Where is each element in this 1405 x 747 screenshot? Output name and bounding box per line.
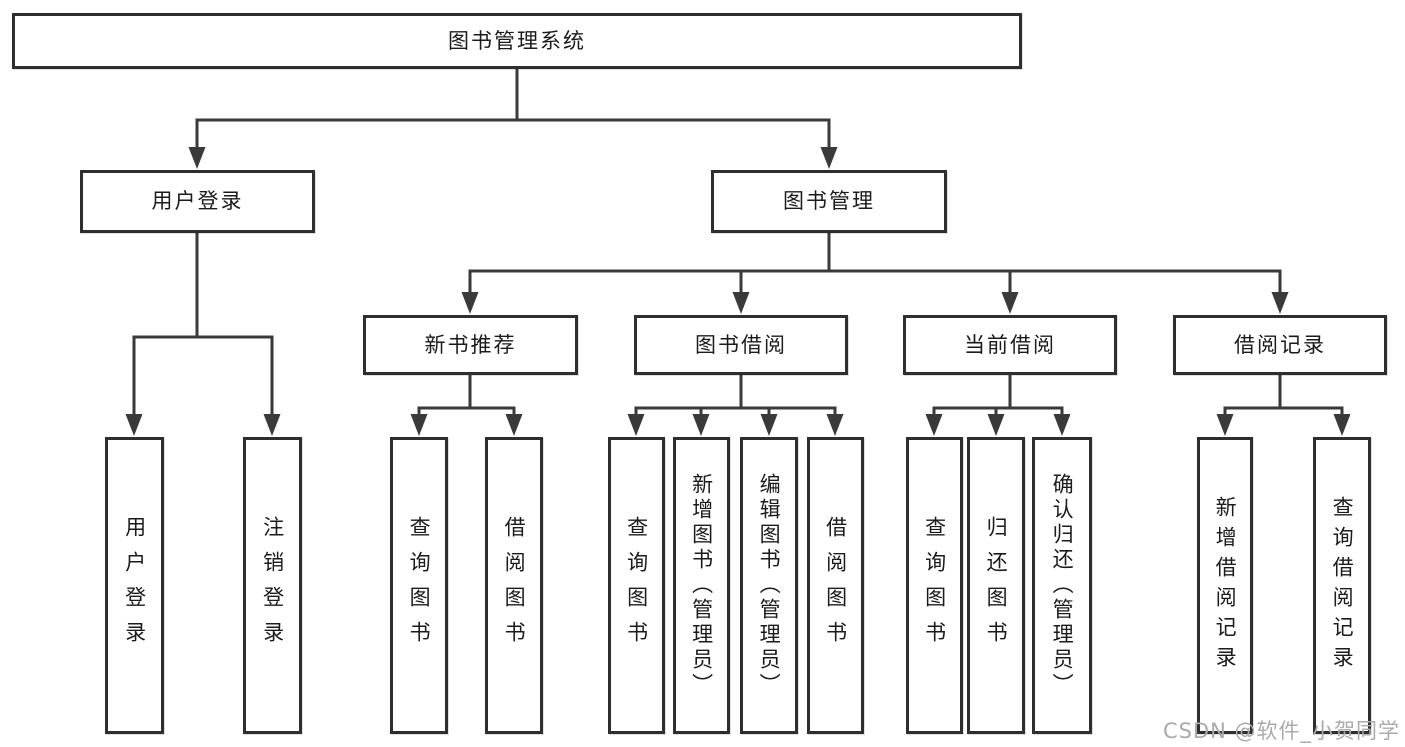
node-label-book-mgmt: 图书管理 — [783, 189, 875, 214]
node-label-book-borrow: 图书借阅 — [695, 332, 787, 357]
arrowhead-down-icon — [1053, 414, 1071, 436]
arrowhead-down-icon — [987, 414, 1005, 436]
watermark-text: CSDN @软件_小贺同学 — [1162, 719, 1400, 743]
node-label-root: 图书管理系统 — [448, 28, 586, 53]
node-label-query-borrow-record: 查询借阅记录 — [1330, 495, 1355, 676]
arrowhead-down-icon — [760, 414, 778, 436]
node-user-login-leaf: 用户登录 — [105, 437, 164, 734]
node-borrow-records: 借阅记录 — [1173, 315, 1387, 375]
node-label-query-books-current: 查询图书 — [922, 515, 947, 656]
arrowhead-down-icon — [263, 414, 281, 436]
node-label-user-login: 用户登录 — [151, 189, 244, 214]
arrowhead-down-icon — [692, 414, 710, 436]
node-add-book-admin: 新增图书（管理员） — [673, 437, 730, 734]
arrowhead-down-icon — [1333, 414, 1351, 436]
arrowhead-down-icon — [826, 414, 844, 436]
node-label-borrow-book: 借阅图书 — [823, 515, 848, 656]
node-label-logout: 注销登录 — [260, 515, 285, 656]
arrowhead-down-icon — [188, 147, 206, 169]
node-root: 图书管理系统 — [12, 13, 1022, 69]
arrowhead-down-icon — [1001, 292, 1019, 314]
node-label-add-book-admin: 新增图书（管理员） — [689, 473, 714, 698]
node-label-query-books-rec: 查询图书 — [407, 515, 432, 656]
node-return-book: 归还图书 — [967, 437, 1025, 734]
node-label-query-books-borrow: 查询图书 — [624, 515, 649, 656]
arrowhead-down-icon — [820, 147, 838, 169]
arrowhead-down-icon — [125, 414, 143, 436]
arrowhead-down-icon — [461, 292, 479, 314]
node-label-borrow-book-rec: 借阅图书 — [502, 515, 527, 656]
arrowhead-down-icon — [410, 414, 428, 436]
node-borrow-book: 借阅图书 — [807, 437, 864, 734]
node-label-borrow-records: 借阅记录 — [1234, 332, 1326, 357]
node-borrow-book-rec: 借阅图书 — [485, 437, 543, 734]
arrowhead-down-icon — [505, 414, 523, 436]
node-new-book-rec: 新书推荐 — [363, 315, 578, 375]
node-user-login: 用户登录 — [80, 170, 315, 233]
arrowhead-down-icon — [925, 414, 943, 436]
node-label-add-borrow-record: 新增借阅记录 — [1213, 495, 1238, 676]
node-query-books-borrow: 查询图书 — [608, 437, 665, 734]
node-book-borrow: 图书借阅 — [634, 315, 848, 375]
arrowhead-down-icon — [1271, 292, 1289, 314]
node-query-borrow-record: 查询借阅记录 — [1313, 437, 1371, 734]
arrowhead-down-icon — [627, 414, 645, 436]
arrowhead-down-icon — [732, 292, 750, 314]
node-query-books-rec: 查询图书 — [390, 437, 448, 734]
node-current-borrow: 当前借阅 — [903, 315, 1117, 375]
node-query-books-current: 查询图书 — [906, 437, 963, 734]
node-label-confirm-return-admin: 确认归还（管理员） — [1050, 473, 1075, 698]
node-label-return-book: 归还图书 — [984, 515, 1009, 656]
node-confirm-return-admin: 确认归还（管理员） — [1032, 437, 1092, 734]
node-edit-book-admin: 编辑图书（管理员） — [740, 437, 798, 734]
node-label-new-book-rec: 新书推荐 — [424, 332, 517, 357]
node-book-mgmt: 图书管理 — [711, 170, 947, 233]
arrowhead-down-icon — [1216, 414, 1234, 436]
node-logout: 注销登录 — [243, 437, 302, 734]
node-label-edit-book-admin: 编辑图书（管理员） — [757, 473, 782, 698]
node-label-user-login-leaf: 用户登录 — [122, 515, 147, 656]
node-label-current-borrow: 当前借阅 — [964, 332, 1056, 357]
node-add-borrow-record: 新增借阅记录 — [1197, 437, 1253, 734]
